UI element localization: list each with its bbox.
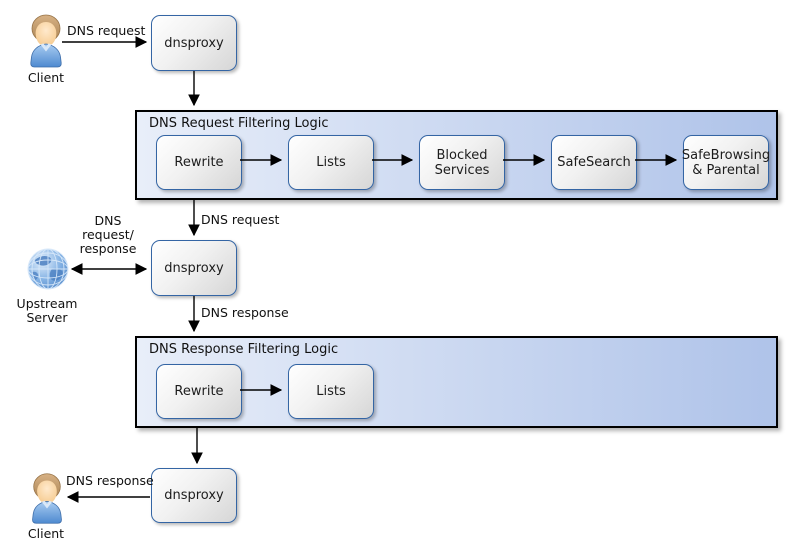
dns-response-filtering-container: DNS Response Filtering Logic Rewrite Lis… — [135, 336, 778, 428]
dns-request-label-mid: DNS request — [201, 212, 280, 227]
dns-request-filtering-container: DNS Request Filtering Logic Rewrite List… — [135, 110, 778, 200]
globe-icon — [27, 248, 69, 290]
lists-request-box: Lists — [288, 135, 374, 190]
dns-request-label-top: DNS request — [67, 23, 146, 38]
dns-response-label-mid: DNS response — [201, 305, 289, 320]
safebrowsing-parental-box: SafeBrowsing & Parental — [682, 135, 770, 190]
dnsproxy-top-node: dnsproxy — [151, 15, 237, 71]
dns-response-label-bottom: DNS response — [66, 473, 154, 488]
client-top-label: Client — [27, 70, 65, 85]
lists-response-box: Lists — [288, 364, 374, 419]
response-container-title: DNS Response Filtering Logic — [149, 342, 339, 357]
user-icon — [30, 14, 62, 68]
rewrite-response-box: Rewrite — [156, 364, 242, 419]
rewrite-request-box: Rewrite — [156, 135, 242, 190]
dnsproxy-bottom-node: dnsproxy — [151, 468, 237, 523]
upstream-exchange-label: DNS request/ response — [79, 213, 137, 256]
user-icon — [32, 473, 62, 524]
safesearch-box: SafeSearch — [551, 135, 637, 190]
request-container-title: DNS Request Filtering Logic — [149, 116, 329, 131]
client-bottom-label: Client — [27, 526, 65, 541]
dnsproxy-mid-node: dnsproxy — [151, 240, 237, 296]
blocked-services-box: Blocked Services — [419, 135, 505, 190]
upstream-server-label: Upstream Server — [16, 296, 78, 325]
